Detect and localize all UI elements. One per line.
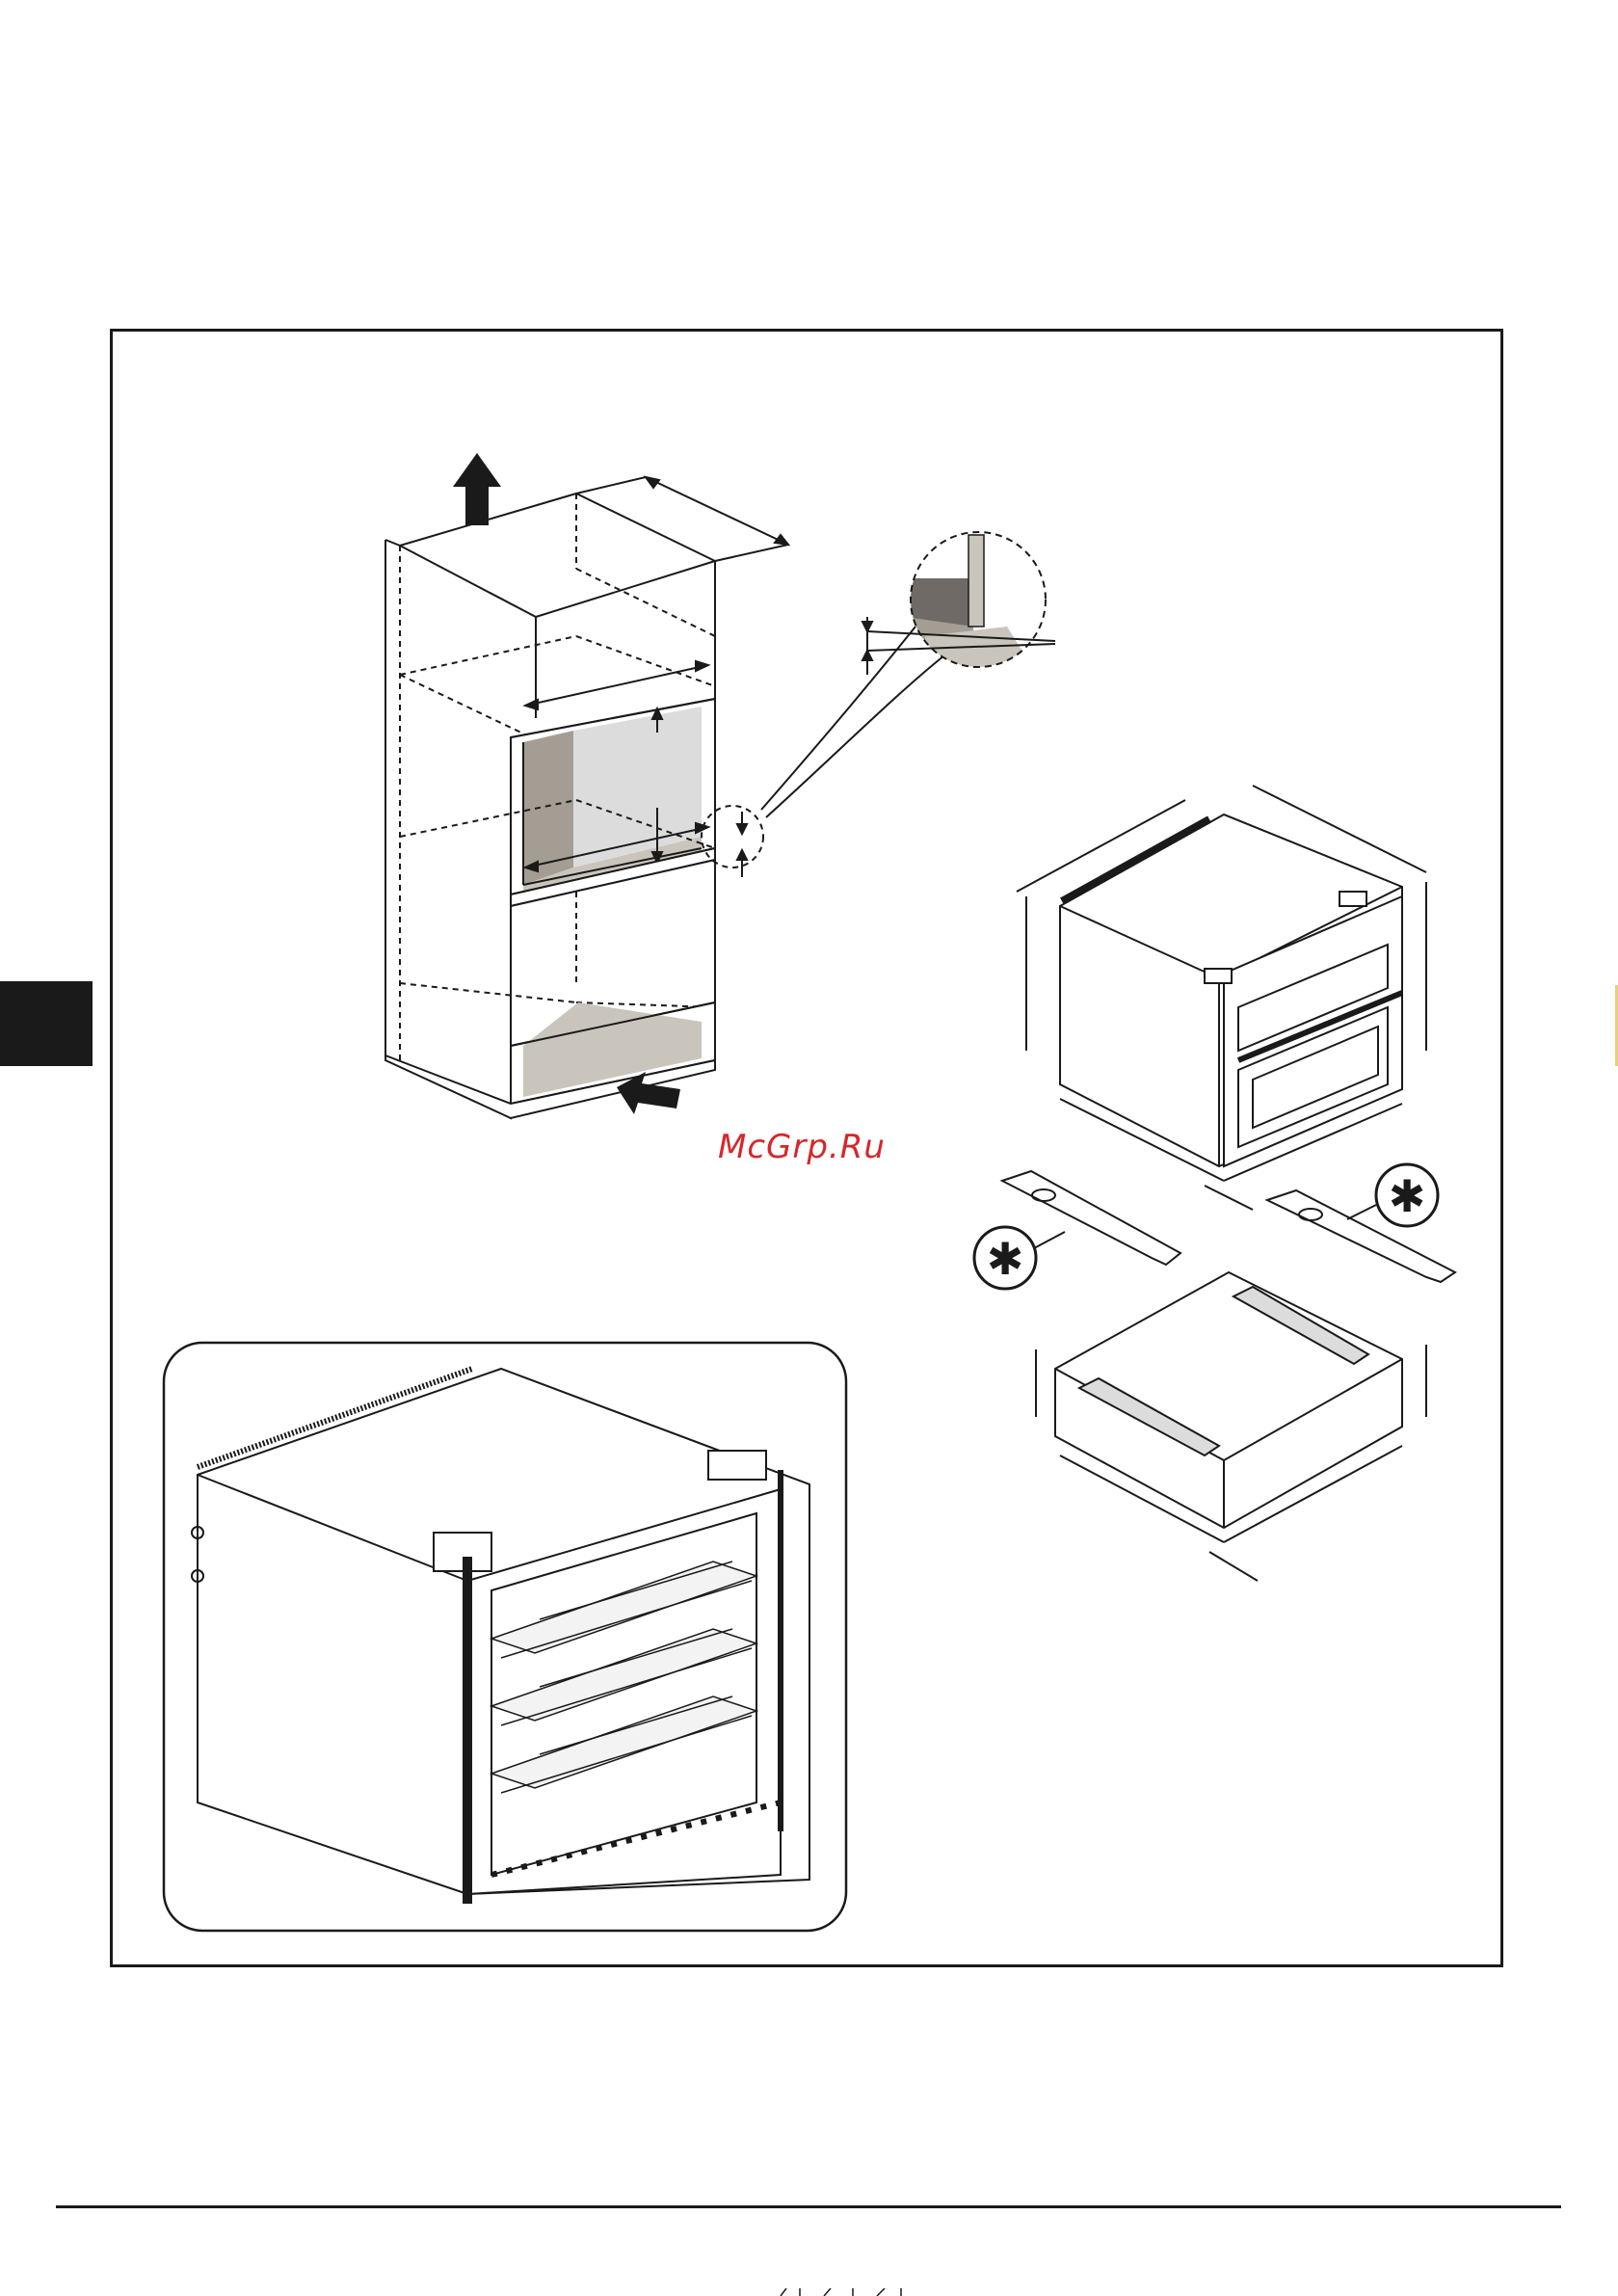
- drawer-drawing: [1036, 1272, 1426, 1581]
- mounting-brackets: [974, 1164, 1455, 1289]
- asterisk-left: ✱: [987, 1233, 1024, 1285]
- wine-cooler-drawing: [192, 1369, 809, 1904]
- watermark-text: McGrp.Ru: [718, 1128, 886, 1166]
- oven-drawing: [1017, 786, 1426, 1210]
- footer-marks: [771, 2288, 915, 2296]
- cabinet-drawing: [385, 477, 944, 1118]
- magnifier-detail: [862, 530, 1060, 675]
- asterisk-right: ✱: [1389, 1170, 1426, 1222]
- airflow-up-arrow: [453, 453, 501, 525]
- footer-rule: [56, 2205, 1561, 2208]
